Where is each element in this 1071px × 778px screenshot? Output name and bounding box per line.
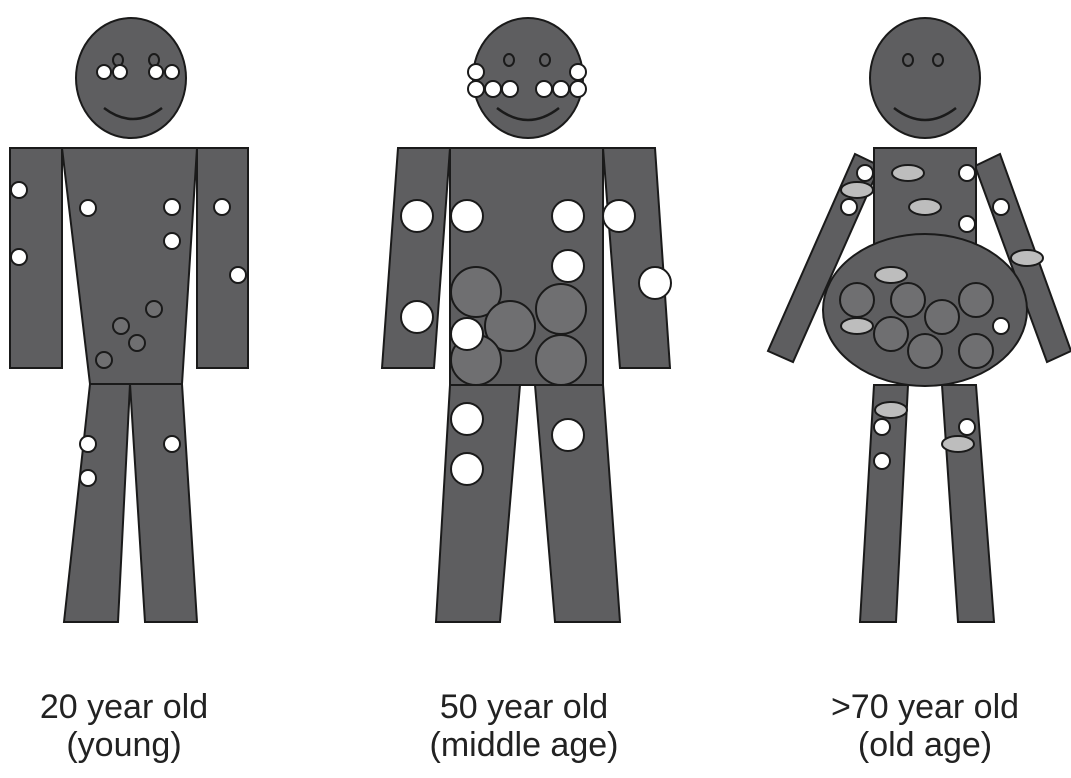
caption-old-age: >70 year old (old age) [775, 688, 1071, 764]
figure-middle-age [382, 18, 671, 622]
age-label-middle-age: 50 year old [374, 688, 674, 726]
figure-young [10, 18, 248, 622]
torso [62, 148, 197, 384]
stage-label-middle-age: (middle age) [374, 726, 674, 764]
caption-middle-age: 50 year old (middle age) [374, 688, 674, 764]
right-leg [535, 385, 620, 622]
left-leg [64, 384, 130, 622]
figure-old-age [768, 18, 1071, 622]
age-label-old-age: >70 year old [775, 688, 1071, 726]
age-label-young: 20 year old [0, 688, 274, 726]
right-arm [603, 148, 670, 368]
left-arm [382, 148, 450, 368]
stage-label-old-age: (old age) [775, 726, 1071, 764]
right-leg [130, 384, 197, 622]
caption-young: 20 year old (young) [0, 688, 274, 764]
stage-label-young: (young) [0, 726, 274, 764]
right-arm [197, 148, 248, 368]
